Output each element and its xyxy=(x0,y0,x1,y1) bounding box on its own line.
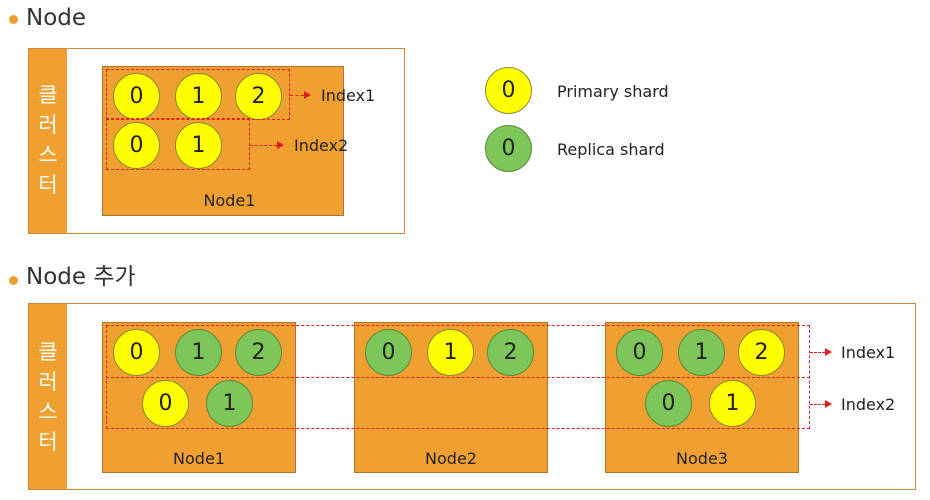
index2-label-s2: Index2 xyxy=(841,395,896,414)
shard-replica: 0 xyxy=(365,329,412,376)
shard-replica: 2 xyxy=(487,329,534,376)
node1-label-s1: Node1 xyxy=(203,191,256,210)
index-divider-line xyxy=(106,377,810,378)
index2-arrow-head-s2 xyxy=(825,400,832,408)
shard-replica: 2 xyxy=(235,329,282,376)
index1-arrow-head-s2 xyxy=(825,348,832,356)
shard-replica: 0 xyxy=(645,380,692,427)
legend-replica-shard: 0 xyxy=(485,125,532,172)
shard-primary: 1 xyxy=(709,380,756,427)
index1-group-outline xyxy=(106,69,290,120)
index1-arrow-line xyxy=(290,95,304,96)
section1-bullet xyxy=(9,15,18,24)
legend-primary-shard: 0 xyxy=(485,67,532,114)
shard-replica: 1 xyxy=(206,380,253,427)
legend-primary-label: Primary shard xyxy=(557,82,669,101)
shard-primary: 0 xyxy=(142,380,189,427)
index2-arrow-head xyxy=(277,141,284,149)
index2-label: Index2 xyxy=(294,136,349,155)
cluster-label-2: 클 러 스 터 xyxy=(38,340,58,454)
shard-primary: 2 xyxy=(235,73,282,120)
node3-label: Node3 xyxy=(676,449,728,468)
cluster-label-1: 클 러 스 터 xyxy=(38,83,58,197)
section1-heading: Node xyxy=(26,5,87,31)
section2-heading: Node 추가 xyxy=(26,264,136,290)
shard-primary: 1 xyxy=(427,329,474,376)
index1-label: Index1 xyxy=(321,86,376,105)
index1-arrow-line-s2 xyxy=(810,352,825,353)
legend-replica-label: Replica shard xyxy=(557,140,665,159)
index2-arrow-line-s2 xyxy=(810,404,825,405)
shard-primary: 0 xyxy=(113,73,160,120)
cluster-label-bar-1 xyxy=(29,49,67,233)
index2-arrow-line xyxy=(250,145,277,146)
index1-arrow-head xyxy=(304,91,311,99)
node1-label: Node1 xyxy=(173,449,225,468)
section2-bullet xyxy=(9,276,18,285)
node2-label: Node2 xyxy=(425,449,477,468)
shard-primary: 1 xyxy=(175,122,222,169)
shard-primary: 0 xyxy=(113,122,160,169)
shard-replica: 1 xyxy=(678,329,725,376)
index1-label-s2: Index1 xyxy=(841,343,896,362)
shard-primary: 0 xyxy=(113,329,160,376)
shard-replica: 1 xyxy=(175,329,222,376)
index2-group-outline xyxy=(106,118,250,170)
cluster-label-bar-2 xyxy=(29,304,67,489)
shard-primary: 2 xyxy=(738,329,785,376)
shard-replica: 0 xyxy=(616,329,663,376)
